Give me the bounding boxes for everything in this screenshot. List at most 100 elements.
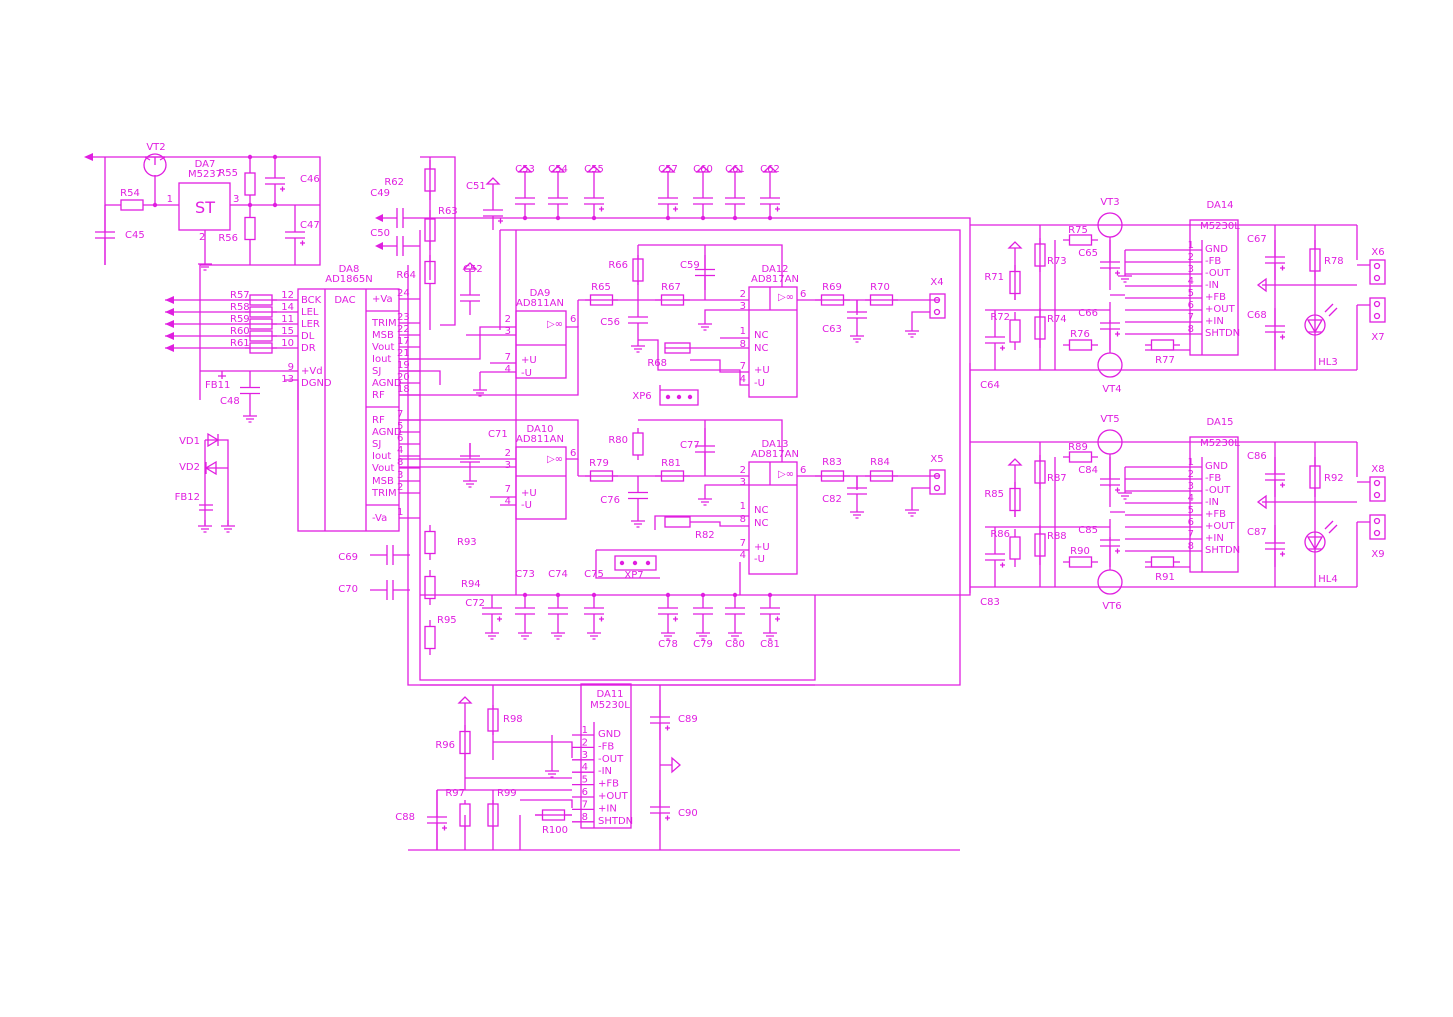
pin-label: -OUT xyxy=(1205,268,1231,279)
capacitor-label: C69 xyxy=(338,552,358,563)
led-body xyxy=(1304,531,1326,553)
pin-label: AGND xyxy=(372,427,402,438)
connector xyxy=(929,469,946,495)
connector xyxy=(1369,259,1386,285)
connector xyxy=(929,293,946,319)
resistor xyxy=(1150,556,1175,568)
pin-label: +OUT xyxy=(1205,521,1236,532)
pin-label: MSB xyxy=(372,330,394,341)
capacitor-label: C47 xyxy=(300,220,320,231)
capacitor-label: C56 xyxy=(600,317,620,328)
ic-designator: DA9 xyxy=(530,288,551,299)
pin-label: 8 xyxy=(740,514,746,525)
resistor xyxy=(1034,243,1046,267)
resistor-label: R67 xyxy=(661,282,681,293)
pin-label: 7 xyxy=(1188,529,1194,540)
connector xyxy=(1369,514,1386,540)
resistor-label: R95 xyxy=(437,615,457,626)
connector xyxy=(1369,297,1386,323)
resistor-label: R55 xyxy=(218,168,238,179)
resistor-label: R85 xyxy=(984,489,1004,500)
ic-body xyxy=(748,286,798,398)
pin-label: 3 xyxy=(233,194,239,205)
capacitor-label: C66 xyxy=(1078,308,1098,319)
ic-designator: DA15 xyxy=(1206,417,1233,428)
resistor-label: R84 xyxy=(870,457,890,468)
pin-label: SJ xyxy=(372,366,381,377)
resistor-label: R70 xyxy=(870,282,890,293)
resistor xyxy=(1009,536,1021,560)
ic-designator: DA7 xyxy=(195,159,216,170)
ic-part: M5230L xyxy=(1200,438,1240,449)
pin-label: 4 xyxy=(397,445,403,456)
capacitor-label: C85 xyxy=(1078,525,1098,536)
pin-label: -IN xyxy=(1205,280,1219,291)
pin-label: 1 xyxy=(397,507,403,518)
resistor xyxy=(632,432,644,456)
capacitor-label: C72 xyxy=(465,598,485,609)
resistor-label: R96 xyxy=(435,740,455,751)
resistor xyxy=(1009,319,1021,343)
capacitor-label: C46 xyxy=(300,174,320,185)
capacitor-label: C63 xyxy=(822,324,842,335)
pin-label: -FB xyxy=(598,741,614,752)
resistor xyxy=(1068,339,1093,351)
led-label: HL4 xyxy=(1318,574,1337,585)
resistor-label: R91 xyxy=(1155,572,1175,583)
resistor-label: R71 xyxy=(984,272,1004,283)
pin-label: 8 xyxy=(1188,324,1194,335)
pin-label: 4 xyxy=(740,550,746,561)
resistor-label: R94 xyxy=(461,579,481,590)
resistor xyxy=(632,258,644,282)
pin-label: 2 xyxy=(397,482,403,493)
resistor xyxy=(249,318,273,330)
pin-label: 3 xyxy=(397,470,403,481)
pin-label: 6 xyxy=(800,289,806,300)
resistor xyxy=(1309,465,1321,489)
pin-label: 7 xyxy=(740,538,746,549)
pin-label: 19 xyxy=(397,360,410,371)
pin-label: 1 xyxy=(582,725,588,736)
resistor-label: R80 xyxy=(608,435,628,446)
pin-label: 2 xyxy=(582,737,588,748)
ic-part: AD811AN xyxy=(516,434,564,445)
resistor xyxy=(424,260,436,285)
resistor xyxy=(120,199,144,211)
pin-label: RF xyxy=(372,415,385,426)
pin-label: 4 xyxy=(1188,276,1194,287)
ic-designator: DA13 xyxy=(761,439,788,450)
pin-label: 3 xyxy=(740,477,746,488)
pin-label: 6 xyxy=(397,433,403,444)
resistor xyxy=(424,218,436,242)
resistor xyxy=(589,470,614,482)
opamp-symbol: ▷∞ xyxy=(778,469,794,480)
pin-label: +IN xyxy=(1205,533,1224,544)
resistor xyxy=(869,294,894,306)
connector-label: X7 xyxy=(1371,332,1384,343)
ic-designator: DA8 xyxy=(339,264,360,275)
pin-label: -U xyxy=(521,368,532,379)
resistor-label: R100 xyxy=(542,825,568,836)
pin-label: +IN xyxy=(1205,316,1224,327)
resistor-label: R63 xyxy=(438,206,458,217)
resistor xyxy=(487,803,499,827)
resistor xyxy=(249,342,273,354)
resistor-label: R62 xyxy=(384,177,404,188)
transistor-body xyxy=(143,153,167,177)
capacitor-label: C49 xyxy=(370,188,390,199)
resistor xyxy=(249,330,273,342)
ic-body xyxy=(748,461,798,575)
capacitor-label: C61 xyxy=(725,164,745,175)
resistor-label: R64 xyxy=(396,270,416,281)
pin-label: GND xyxy=(598,729,621,740)
pin-label: +FB xyxy=(1205,509,1226,520)
pin-label: 8 xyxy=(1188,541,1194,552)
diode-label: VD2 xyxy=(179,462,200,473)
resistor xyxy=(459,803,471,827)
capacitor-label: C82 xyxy=(822,494,842,505)
pin-label: GND xyxy=(1205,461,1228,472)
pin-label: LEL xyxy=(301,307,319,318)
ic-body xyxy=(580,683,632,829)
pin-label: -U xyxy=(521,500,532,511)
resistor xyxy=(664,342,691,354)
